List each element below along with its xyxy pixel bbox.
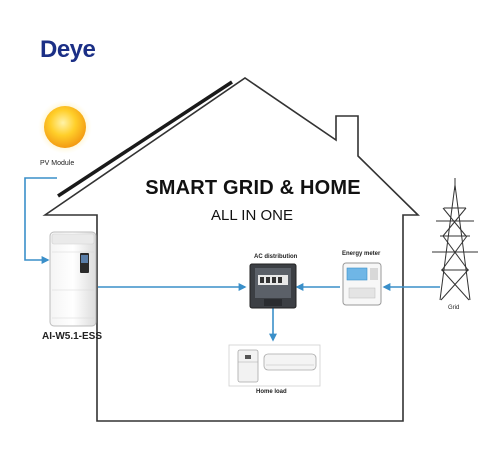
storage-label: AI-W5.1-ESS — [42, 331, 103, 342]
grid-label: Grid — [448, 305, 460, 311]
appliances-icon — [228, 344, 321, 387]
distribution-box-icon — [249, 263, 297, 309]
pv-module-label: PV Module — [40, 160, 75, 167]
energy-meter-label: Energy meter — [342, 251, 381, 257]
home-load-label: Home load — [256, 389, 287, 395]
power-tower-icon — [432, 178, 478, 301]
ac-distribution-label: AC distribution — [254, 254, 298, 260]
battery-inverter-icon — [49, 231, 97, 327]
meter-icon — [342, 262, 382, 306]
house-outline — [42, 77, 420, 422]
solar-panel-strip — [57, 80, 233, 198]
sun-icon — [38, 100, 92, 154]
pv-to-storage-line — [24, 177, 57, 264]
brand-logo: Deye — [40, 36, 96, 63]
page-title: SMART GRID & HOME — [145, 177, 361, 199]
page-subtitle: ALL IN ONE — [211, 207, 293, 224]
